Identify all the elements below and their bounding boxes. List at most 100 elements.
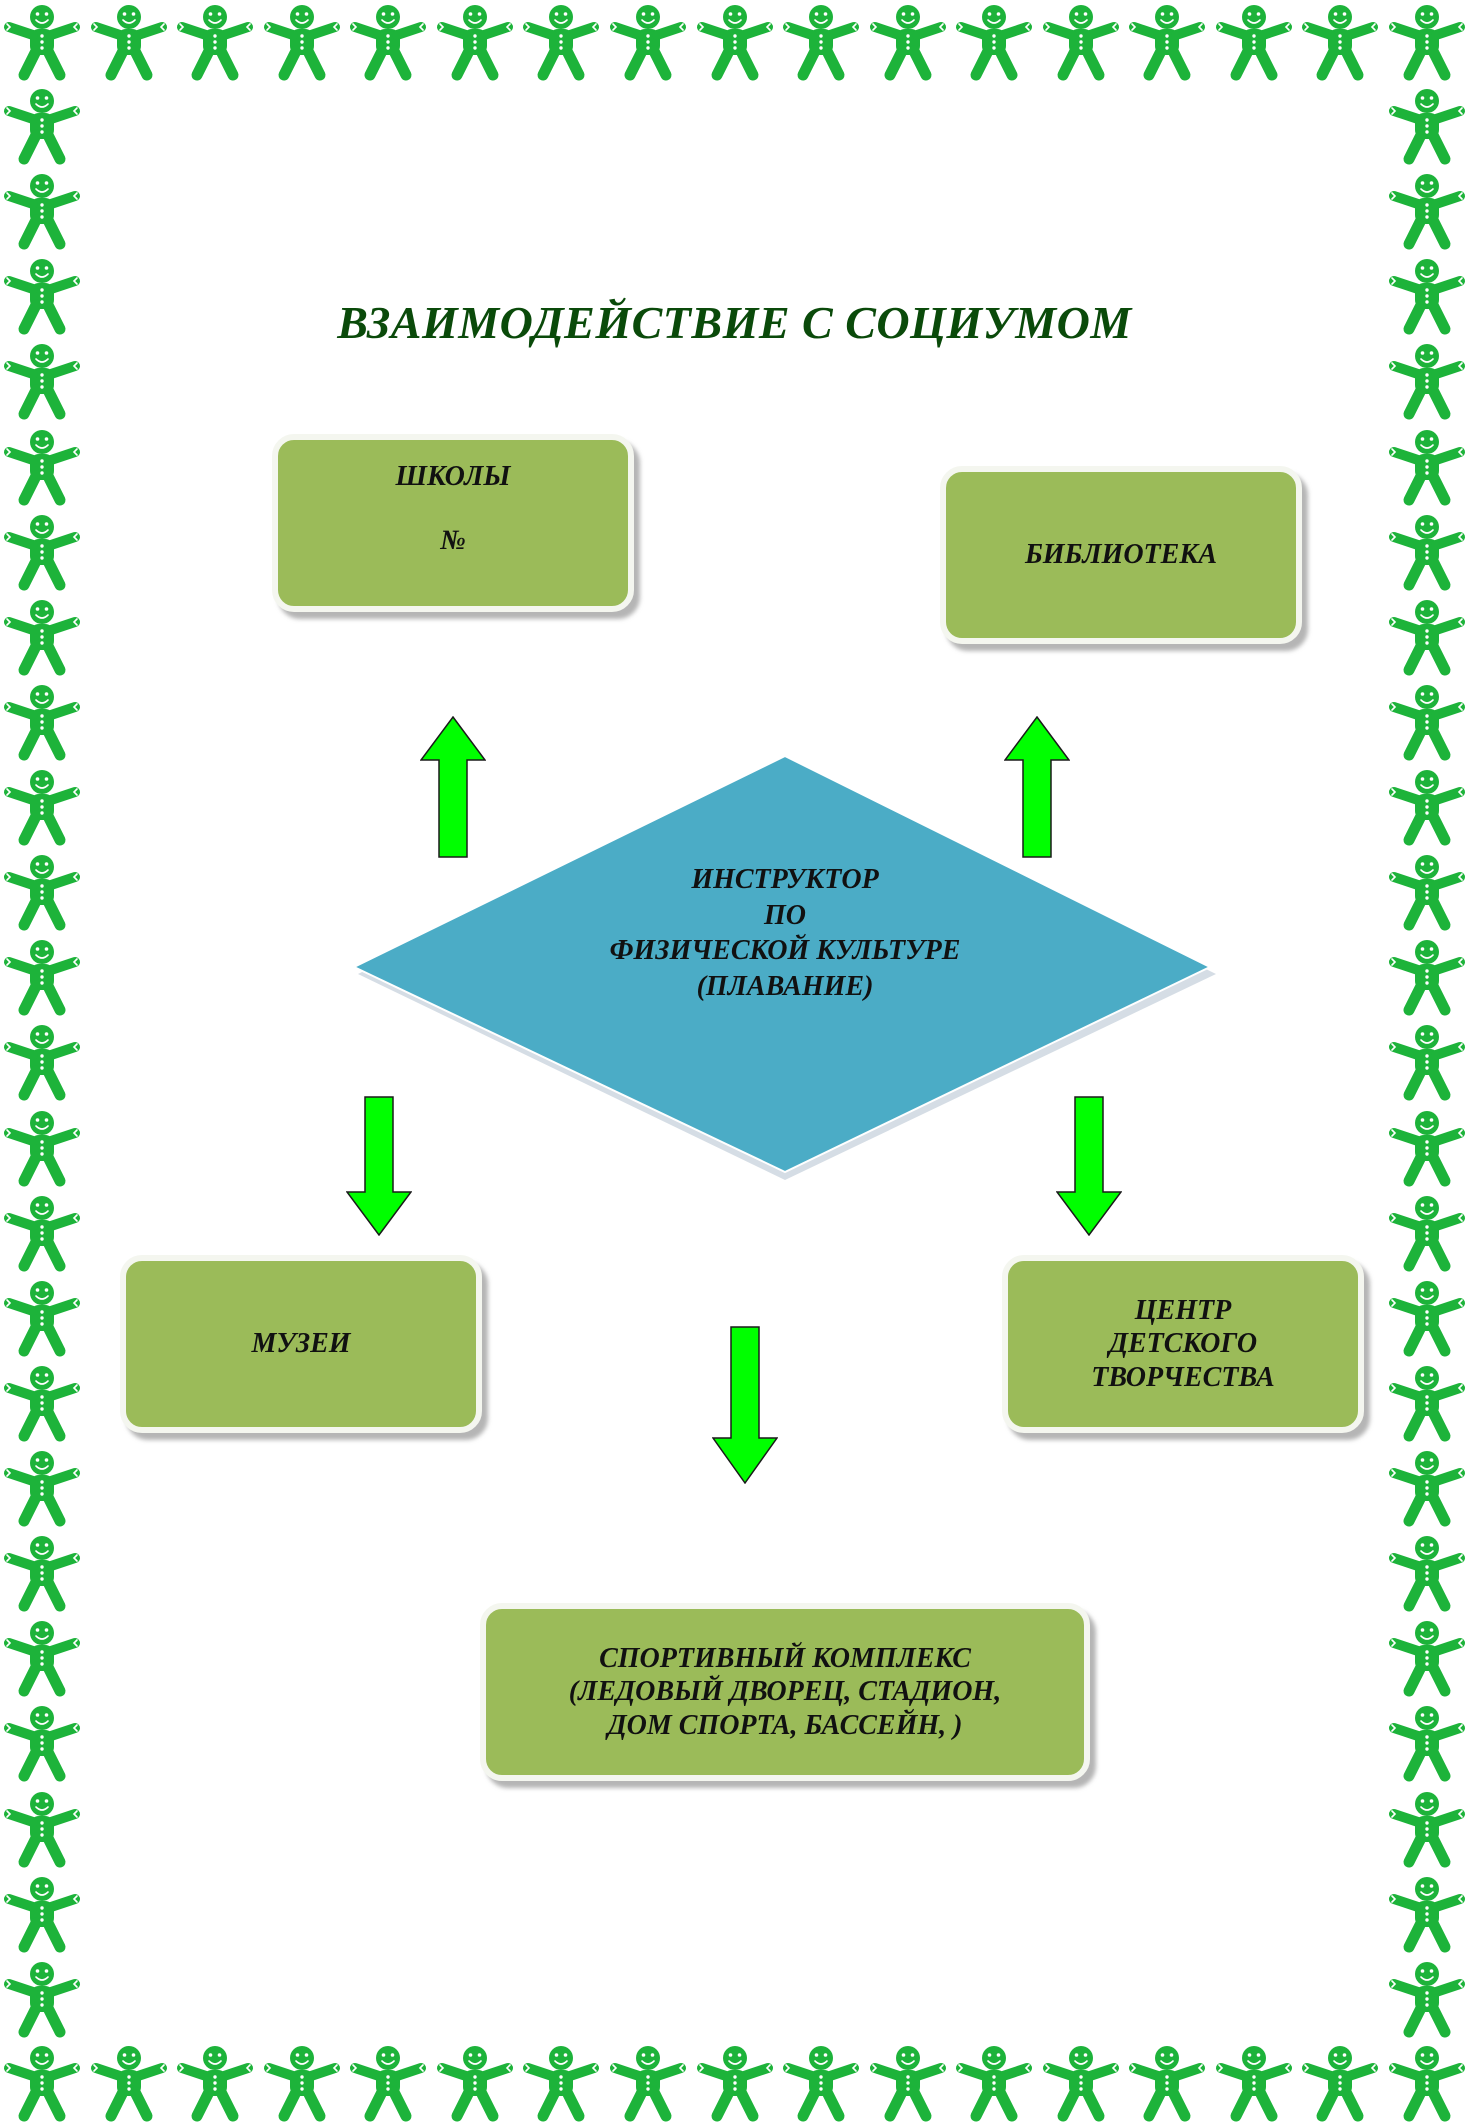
gingerbread-man-icon	[260, 2041, 344, 2125]
gingerbread-man-icon	[1298, 0, 1382, 84]
gingerbread-man-icon	[0, 1957, 84, 2041]
gingerbread-man-icon	[1385, 2041, 1469, 2125]
gingerbread-man-icon	[1385, 169, 1469, 253]
gingerbread-man-icon	[1385, 1191, 1469, 1275]
node-sport-line-2: (ЛЕДОВЫЙ ДВОРЕЦ, СТАДИОН,	[568, 1676, 1002, 1708]
gingerbread-man-icon	[1385, 1872, 1469, 1956]
gingerbread-man-icon	[866, 0, 950, 84]
gingerbread-man-icon	[1385, 935, 1469, 1019]
gingerbread-man-icon	[1385, 850, 1469, 934]
gingerbread-man-icon	[0, 765, 84, 849]
gingerbread-man-icon	[1385, 1787, 1469, 1871]
border-right	[1385, 84, 1469, 2041]
gingerbread-man-icon	[606, 2041, 690, 2125]
page-title: ВЗАИМОДЕЙСТВИЕ С СОЦИУМОМ	[337, 297, 1132, 348]
gingerbread-man-icon	[0, 1020, 84, 1104]
gingerbread-man-icon	[952, 2041, 1036, 2125]
gingerbread-man-icon	[0, 0, 84, 84]
gingerbread-man-icon	[519, 0, 603, 84]
node-children-center: ЦЕНТР ДЕТСКОГО ТВОРЧЕСТВА	[1002, 1255, 1364, 1433]
node-center-line-2: ДЕТСКОГО	[1108, 1328, 1258, 1360]
gingerbread-man-icon	[1385, 339, 1469, 423]
gingerbread-man-icon	[0, 935, 84, 1019]
gingerbread-man-icon	[433, 0, 517, 84]
gingerbread-man-icon	[0, 1446, 84, 1530]
gingerbread-man-icon	[1385, 1531, 1469, 1615]
gingerbread-man-icon	[693, 0, 777, 84]
gingerbread-man-icon	[1385, 1106, 1469, 1190]
gingerbread-man-icon	[1039, 2041, 1123, 2125]
node-library-label: БИБЛИОТЕКА	[1024, 539, 1217, 571]
arrow-down-center	[1056, 1096, 1122, 1236]
gingerbread-man-icon	[866, 2041, 950, 2125]
gingerbread-man-icon	[1385, 84, 1469, 168]
gingerbread-man-icon	[433, 2041, 517, 2125]
gingerbread-man-icon	[173, 2041, 257, 2125]
gingerbread-man-icon	[0, 510, 84, 594]
gingerbread-man-icon	[0, 1616, 84, 1700]
border-left	[0, 84, 84, 2041]
gingerbread-man-icon	[0, 850, 84, 934]
node-schools-line-2: №	[440, 524, 466, 556]
gingerbread-man-icon	[606, 0, 690, 84]
gingerbread-man-icon	[1385, 425, 1469, 509]
gingerbread-man-icon	[1385, 254, 1469, 338]
gingerbread-man-icon	[0, 1787, 84, 1871]
gingerbread-man-icon	[1385, 1361, 1469, 1445]
gingerbread-man-icon	[87, 0, 171, 84]
node-museums: МУЗЕИ	[120, 1255, 482, 1433]
gingerbread-man-icon	[0, 1106, 84, 1190]
center-line-1: ИНСТРУКТОР	[691, 864, 879, 895]
node-sport-complex: СПОРТИВНЫЙ КОМПЛЕКС (ЛЕДОВЫЙ ДВОРЕЦ, СТА…	[480, 1603, 1090, 1781]
gingerbread-man-icon	[1385, 1020, 1469, 1104]
gingerbread-man-icon	[1125, 0, 1209, 84]
gingerbread-man-icon	[346, 2041, 430, 2125]
gingerbread-man-icon	[1385, 1276, 1469, 1360]
gingerbread-man-icon	[1385, 1616, 1469, 1700]
node-library: БИБЛИОТЕКА	[940, 466, 1302, 644]
gingerbread-man-icon	[0, 254, 84, 338]
gingerbread-man-icon	[1385, 595, 1469, 679]
border-top	[0, 0, 1469, 84]
gingerbread-man-icon	[952, 0, 1036, 84]
gingerbread-man-icon	[0, 425, 84, 509]
gingerbread-man-icon	[0, 1191, 84, 1275]
gingerbread-man-icon	[519, 2041, 603, 2125]
arrow-up-library	[1004, 716, 1070, 858]
gingerbread-man-icon	[260, 0, 344, 84]
gingerbread-man-icon	[1385, 0, 1469, 84]
gingerbread-man-icon	[1385, 510, 1469, 594]
gingerbread-man-icon	[0, 2041, 84, 2125]
arrow-down-museums	[346, 1096, 412, 1236]
gingerbread-man-icon	[1385, 1446, 1469, 1530]
gingerbread-man-icon	[693, 2041, 777, 2125]
gingerbread-man-icon	[1039, 0, 1123, 84]
arrow-up-schools	[420, 716, 486, 858]
center-line-2: ПО	[764, 899, 806, 931]
gingerbread-man-icon	[0, 339, 84, 423]
gingerbread-man-icon	[1385, 680, 1469, 764]
gingerbread-man-icon	[0, 169, 84, 253]
node-center-line-3: ТВОРЧЕСТВА	[1091, 1361, 1275, 1393]
gingerbread-man-icon	[346, 0, 430, 84]
node-sport-line-1: СПОРТИВНЫЙ КОМПЛЕКС	[599, 1642, 971, 1674]
center-diamond	[350, 752, 1220, 1184]
gingerbread-man-icon	[173, 0, 257, 84]
center-line-3: ФИЗИЧЕСКОЙ КУЛЬТУРЕ	[609, 935, 961, 967]
gingerbread-man-icon	[1385, 1701, 1469, 1785]
gingerbread-man-icon	[779, 2041, 863, 2125]
gingerbread-man-icon	[1385, 1957, 1469, 2041]
center-label: ИНСТРУКТОР ПО ФИЗИЧЕСКОЙ КУЛЬТУРЕ (ПЛАВА…	[540, 862, 1030, 1004]
arrow-down-sport	[712, 1326, 778, 1484]
gingerbread-man-icon	[1385, 765, 1469, 849]
node-schools: ШКОЛЫ №	[272, 434, 634, 612]
gingerbread-man-icon	[0, 1701, 84, 1785]
gingerbread-man-icon	[0, 1276, 84, 1360]
gingerbread-man-icon	[0, 1361, 84, 1445]
gingerbread-man-icon	[0, 84, 84, 168]
gingerbread-man-icon	[1212, 0, 1296, 84]
gingerbread-man-icon	[779, 0, 863, 84]
gingerbread-man-icon	[1298, 2041, 1382, 2125]
gingerbread-man-icon	[0, 1872, 84, 1956]
gingerbread-man-icon	[0, 1531, 84, 1615]
